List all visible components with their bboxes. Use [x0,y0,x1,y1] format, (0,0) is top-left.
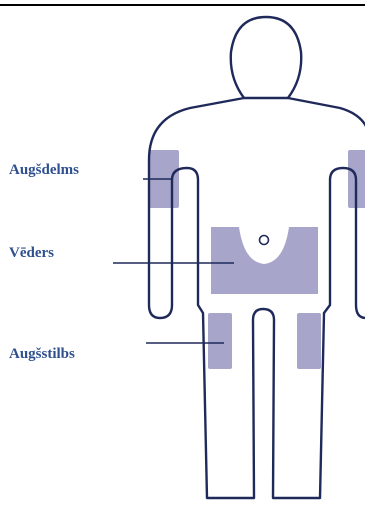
head-outline [231,17,301,98]
torso-and-limbs-outline [149,98,365,498]
label-upper-arm: Augšdelms [9,162,79,179]
label-thigh: Augšstilbs [9,346,75,363]
zone-right-thigh [297,313,321,369]
torso-top-right [288,98,365,140]
body-outline [149,17,365,498]
navel-marker [260,236,269,245]
label-abdomen: Vēders [9,245,54,262]
injection-zones [149,150,365,369]
zone-left-thigh [208,313,232,369]
zone-abdomen [211,227,318,294]
